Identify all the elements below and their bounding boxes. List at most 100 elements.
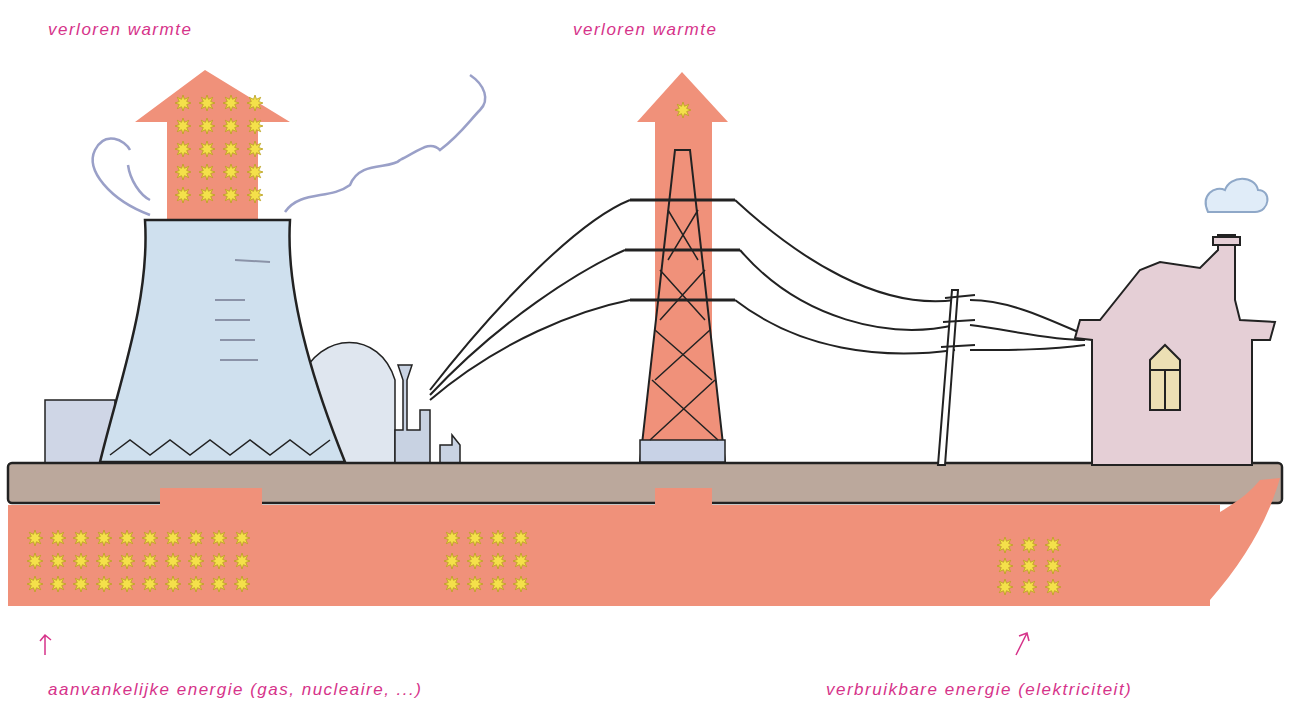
energy-unit bbox=[490, 576, 506, 592]
house bbox=[1075, 235, 1275, 465]
energy-unit bbox=[234, 576, 250, 592]
steam-cloud bbox=[93, 138, 150, 215]
energy-unit bbox=[175, 141, 191, 157]
energy-unit bbox=[997, 537, 1013, 553]
energy-unit bbox=[119, 576, 135, 592]
energy-unit bbox=[175, 118, 191, 134]
energy-unit bbox=[50, 530, 66, 546]
pointer-arrow bbox=[1016, 633, 1029, 655]
annotation-label: verloren warmte bbox=[573, 20, 717, 40]
energy-unit bbox=[188, 576, 204, 592]
flow-branch bbox=[655, 488, 712, 508]
pylon-base bbox=[640, 440, 725, 462]
energy-unit bbox=[73, 553, 89, 569]
house-window bbox=[1150, 345, 1180, 410]
energy-unit bbox=[96, 553, 112, 569]
power-lines bbox=[430, 200, 1085, 400]
energy-unit bbox=[142, 530, 158, 546]
pylon-bracing bbox=[650, 210, 718, 440]
energy-unit bbox=[467, 530, 483, 546]
energy-unit bbox=[997, 579, 1013, 595]
chimney-smoke bbox=[1206, 179, 1268, 212]
tower-shading bbox=[215, 260, 270, 360]
heat-arrow bbox=[637, 72, 728, 470]
energy-unit bbox=[199, 95, 215, 111]
energy-unit bbox=[247, 187, 263, 203]
energy-unit bbox=[1021, 579, 1037, 595]
energy-unit bbox=[119, 530, 135, 546]
energy-unit bbox=[199, 141, 215, 157]
energy-unit bbox=[247, 141, 263, 157]
heat-arrow bbox=[135, 70, 290, 230]
energy-unit bbox=[165, 576, 181, 592]
annotation-label: aanvankelijke energie (gas, nucleaire, .… bbox=[48, 680, 422, 700]
energy-unit bbox=[50, 553, 66, 569]
energy-unit bbox=[73, 530, 89, 546]
energy-unit bbox=[490, 530, 506, 546]
substation bbox=[395, 365, 460, 465]
energy-flow-arrow bbox=[8, 478, 1280, 606]
energy-unit bbox=[247, 118, 263, 134]
energy-unit bbox=[27, 576, 43, 592]
energy-unit bbox=[73, 576, 89, 592]
energy-unit bbox=[444, 530, 460, 546]
energy-unit bbox=[50, 576, 66, 592]
energy-unit bbox=[199, 187, 215, 203]
energy-unit bbox=[188, 553, 204, 569]
energy-unit bbox=[199, 118, 215, 134]
energy-unit bbox=[234, 553, 250, 569]
energy-unit bbox=[444, 553, 460, 569]
energy-unit bbox=[27, 553, 43, 569]
energy-unit bbox=[27, 530, 43, 546]
energy-unit bbox=[513, 530, 529, 546]
tower-legs bbox=[110, 440, 330, 455]
energy-unit bbox=[444, 576, 460, 592]
energy-unit bbox=[165, 553, 181, 569]
energy-unit bbox=[234, 530, 250, 546]
energy-unit bbox=[1021, 537, 1037, 553]
energy-unit bbox=[211, 530, 227, 546]
energy-unit bbox=[175, 187, 191, 203]
flow-branch bbox=[160, 488, 262, 508]
energy-unit bbox=[188, 530, 204, 546]
pole-arms bbox=[941, 295, 975, 347]
energy-unit bbox=[96, 530, 112, 546]
energy-unit bbox=[175, 95, 191, 111]
energy-unit bbox=[467, 553, 483, 569]
energy-unit bbox=[247, 164, 263, 180]
steam-cloud bbox=[285, 75, 485, 212]
energy-unit bbox=[1045, 579, 1061, 595]
energy-units bbox=[27, 95, 1061, 595]
energy-unit bbox=[223, 164, 239, 180]
energy-unit bbox=[142, 576, 158, 592]
energy-unit bbox=[96, 576, 112, 592]
utility-pole bbox=[938, 290, 958, 465]
energy-unit bbox=[490, 553, 506, 569]
window-frame bbox=[1150, 370, 1180, 410]
energy-unit bbox=[223, 141, 239, 157]
energy-unit bbox=[513, 576, 529, 592]
energy-unit bbox=[211, 553, 227, 569]
energy-unit bbox=[223, 118, 239, 134]
energy-unit bbox=[142, 553, 158, 569]
energy-unit bbox=[675, 102, 691, 118]
energy-unit bbox=[467, 576, 483, 592]
energy-unit bbox=[211, 576, 227, 592]
energy-unit bbox=[199, 164, 215, 180]
annotation-label: verbruikbare energie (elektriciteit) bbox=[826, 680, 1132, 700]
pointer-arrow bbox=[40, 635, 51, 655]
energy-unit bbox=[1045, 558, 1061, 574]
energy-unit bbox=[247, 95, 263, 111]
cooling-tower bbox=[100, 220, 345, 462]
pylon-arms bbox=[625, 200, 740, 300]
chimney bbox=[1213, 237, 1240, 245]
energy-unit bbox=[175, 164, 191, 180]
energy-unit bbox=[165, 530, 181, 546]
energy-unit bbox=[119, 553, 135, 569]
pylon bbox=[640, 150, 725, 462]
energy-unit bbox=[1045, 537, 1061, 553]
energy-unit bbox=[513, 553, 529, 569]
annotation-label: verloren warmte bbox=[48, 20, 192, 40]
energy-unit bbox=[1021, 558, 1037, 574]
